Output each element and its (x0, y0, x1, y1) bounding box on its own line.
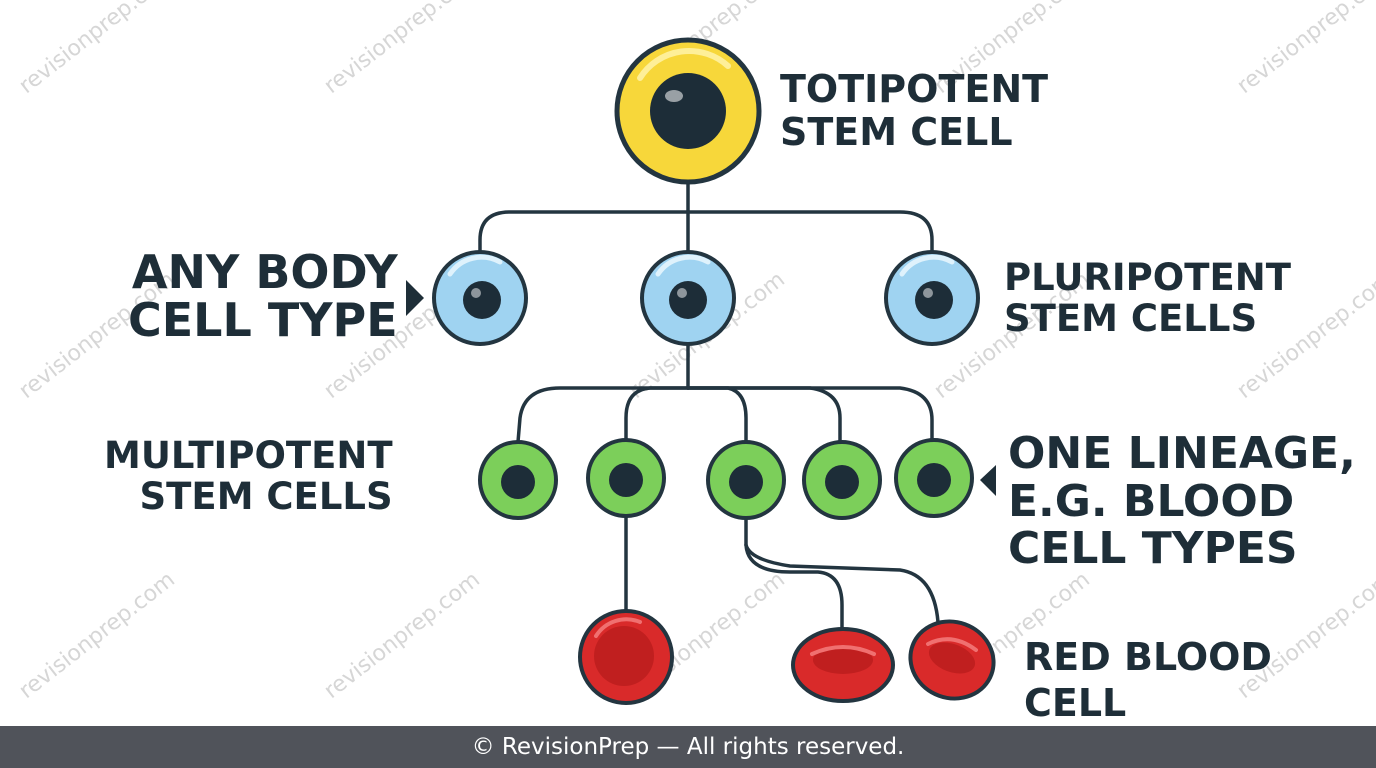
red-blood-cell-2 (791, 627, 895, 703)
label-line: ANY BODY (131, 245, 398, 299)
label-totipotent-stem-cell: TOTIPOTENT STEM CELL (780, 68, 1048, 153)
arrow-pointer-any-body (406, 280, 424, 316)
connector-to-right-pluripotent (686, 210, 934, 254)
pluripotent-cell-right (884, 250, 980, 346)
multipotent-cell-1 (478, 440, 558, 520)
label-line: CELL TYPE (128, 293, 398, 348)
connector-to-multipotent-1 (516, 386, 690, 444)
multipotent-cell-2 (586, 438, 666, 518)
label-pluripotent-stem-cells: PLURIPOTENT STEM CELLS (1004, 256, 1291, 340)
label-line: STEM CELLS (139, 474, 393, 518)
copyright-footer: © RevisionPrep — All rights reserved. (0, 726, 1376, 768)
red-blood-cell-3 (908, 619, 996, 701)
label-line: PLURIPOTENT (1004, 256, 1291, 299)
label-line: RED BLOOD (1024, 635, 1272, 679)
label-red-blood-cell: RED BLOOD CELL (1024, 635, 1272, 726)
label-line: TOTIPOTENT (780, 67, 1049, 111)
label-one-lineage: ONE LINEAGE, E.G. BLOOD CELL TYPES (1008, 430, 1356, 573)
label-any-body-cell-type: ANY BODY CELL TYPE (128, 248, 398, 345)
connector-to-rbc-2 (744, 514, 844, 634)
label-line: CELL TYPES (1008, 523, 1298, 575)
stem-cell-hierarchy-diagram (406, 37, 996, 705)
red-blood-cell-1 (578, 609, 674, 705)
label-line: CELL (1024, 680, 1127, 725)
connector-to-left-pluripotent (478, 210, 690, 254)
arrow-pointer-one-lineage (980, 465, 996, 496)
label-line: MULTIPOTENT (104, 434, 393, 477)
pluripotent-cell-left (432, 250, 528, 346)
connector-to-multipotent-3 (686, 386, 748, 444)
label-line: STEM CELLS (1004, 296, 1258, 340)
label-line: STEM CELL (780, 109, 1013, 154)
multipotent-cell-3 (706, 440, 786, 520)
label-multipotent-stem-cells: MULTIPOTENT STEM CELLS (104, 434, 393, 518)
connector-to-multipotent-5 (686, 386, 934, 442)
multipotent-cell-4 (802, 440, 882, 520)
nucleus-icon (650, 73, 726, 149)
connector-to-multipotent-2 (624, 386, 690, 442)
connector-to-rbc-3 (744, 543, 940, 624)
multipotent-cell-5 (894, 438, 974, 518)
label-line: ONE LINEAGE, (1008, 428, 1356, 479)
connector-to-multipotent-4 (686, 386, 842, 444)
label-line: E.G. BLOOD (1008, 475, 1295, 527)
totipotent-cell (614, 37, 762, 185)
pluripotent-cell-middle (640, 250, 736, 346)
